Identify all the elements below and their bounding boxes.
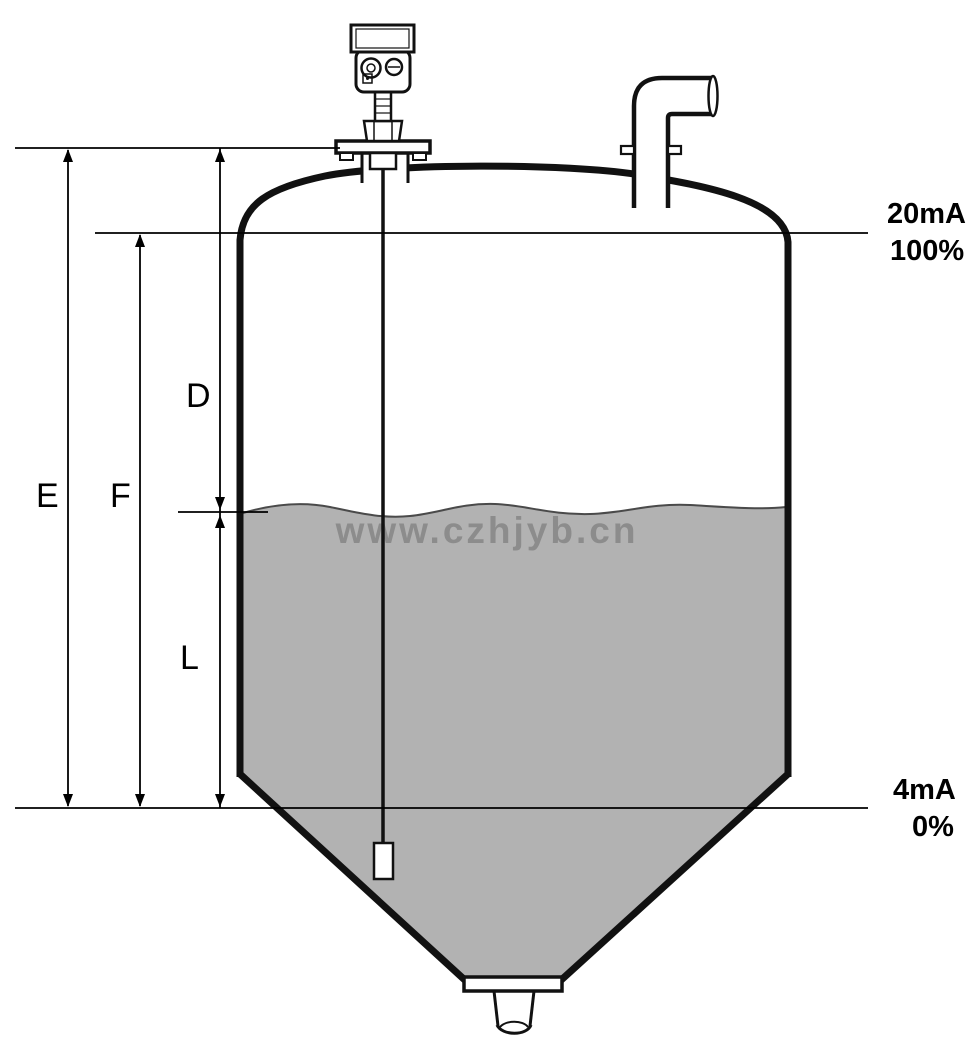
dim-d-arrow-surface	[215, 497, 225, 510]
label-0pct: 0%	[912, 811, 954, 843]
dim-e-arrow-top	[63, 149, 73, 162]
inlet-pipe-outer-wall	[631, 75, 712, 208]
bottom-outlet-flange	[462, 975, 564, 993]
dim-f-arrow-top	[135, 234, 145, 247]
display-dial-outer	[360, 57, 382, 79]
label-dim-e: E	[36, 477, 59, 515]
label-dim-f: F	[110, 477, 131, 515]
liquid	[242, 502, 787, 980]
housing-top-inner-frame	[355, 28, 410, 49]
dim-l-arrow-surface	[215, 515, 225, 528]
inlet-pipe-inner-wall	[665, 111, 712, 208]
watermark-text: www.czhjyb.cn	[335, 510, 639, 551]
flange-center-fitting	[368, 151, 398, 171]
dim-f-arrow-bottom	[135, 794, 145, 807]
probe	[372, 168, 395, 881]
dim-d-arrow-top	[215, 149, 225, 162]
bottom-stub-left-wall	[492, 990, 500, 1027]
bottom-stub-inner-arc	[499, 1020, 529, 1028]
labels: 20mA 100% 4mA 0% E F D L	[36, 198, 966, 843]
liquid-fill	[243, 503, 786, 980]
tank-dome-and-walls	[236, 162, 792, 777]
bottom-stub-open-end	[495, 1024, 533, 1035]
inlet-pipe-body	[634, 78, 714, 205]
label-20ma: 20mA	[887, 198, 966, 230]
terminal-port	[362, 73, 373, 84]
probe-counterweight	[372, 841, 395, 881]
mounting-flange	[334, 139, 432, 155]
dim-e-arrow-bottom	[63, 794, 73, 807]
bottom-stub-right-wall	[528, 990, 536, 1027]
inlet-pipe-open-end	[707, 74, 719, 118]
flange-bolt-right	[412, 152, 427, 161]
label-100pct: 100%	[890, 235, 964, 267]
inlet-pipe-flange-left-tab	[619, 144, 636, 156]
dimension-lines	[15, 147, 868, 809]
flange-bolt-left	[339, 152, 354, 161]
inlet-pipe-flange-right-tab	[666, 144, 683, 156]
liquid-surface-line	[242, 502, 787, 518]
bottom-outlet-stub	[492, 990, 536, 1035]
process-hex-nut	[362, 119, 404, 143]
label-4ma: 4mA	[893, 774, 956, 806]
dim-l-arrow-bottom	[215, 794, 225, 807]
inlet-pipe	[619, 74, 719, 208]
display-dial-inner	[366, 63, 376, 73]
adjustment-knob	[384, 57, 404, 77]
label-dim-d: D	[186, 377, 211, 415]
level-transmitter	[334, 23, 432, 186]
label-dim-l: L	[180, 639, 199, 677]
terminal-port-dot	[366, 77, 369, 80]
